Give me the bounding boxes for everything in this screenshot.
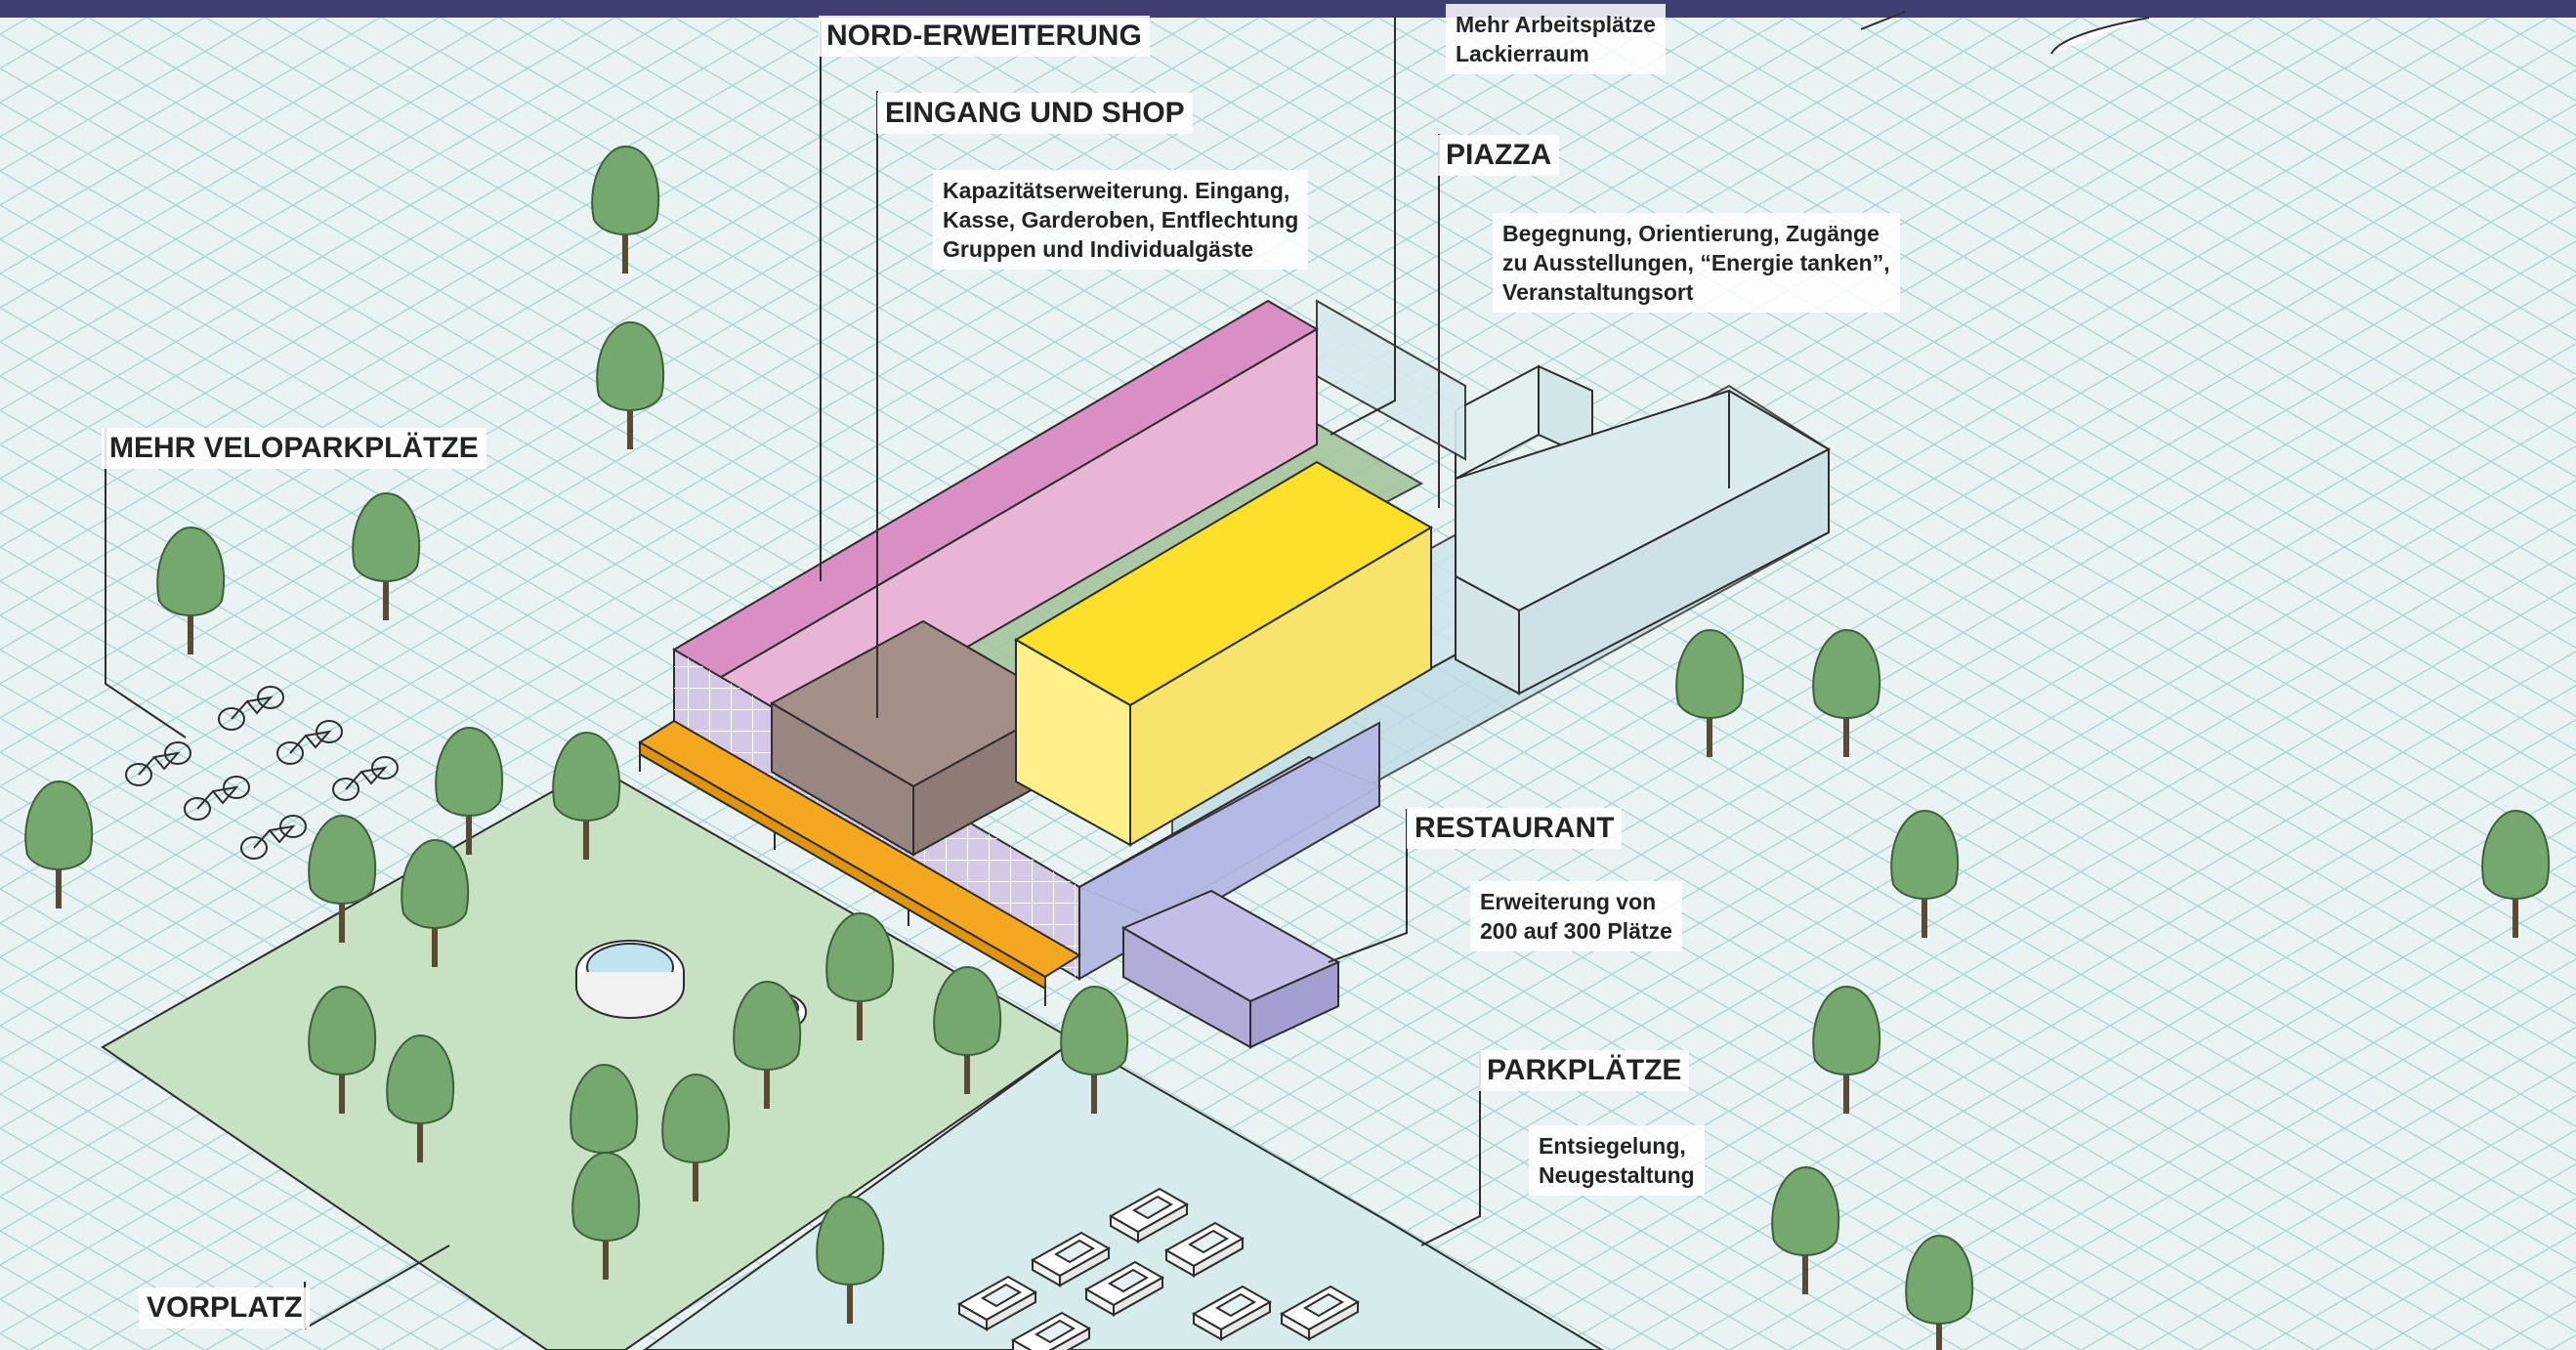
tree-icon (386, 1034, 455, 1162)
tree-icon (401, 838, 470, 967)
tree-icon (733, 980, 802, 1109)
tree-icon (1060, 985, 1129, 1114)
vorplatz-label: VORPLATZ (139, 1287, 311, 1329)
main-exhibition-volume (1014, 460, 1433, 847)
entrance-canopy (638, 719, 1081, 1006)
tree-icon (1812, 985, 1881, 1114)
tree-icon (1905, 1234, 1974, 1350)
parkplaetze-label: PARKPLÄTZE (1479, 1050, 1690, 1091)
vorplatz-area (101, 765, 1077, 1350)
car-icon (1010, 1311, 1092, 1350)
piazza-description: Begegnung, Orientierung, Zugänge zu Auss… (1493, 213, 1900, 313)
tree-icon (933, 965, 1002, 1094)
car-icon (1108, 1187, 1190, 1244)
tree-icon (1812, 628, 1881, 757)
restaurant-description: Erweiterung von 200 auf 300 Plätze (1470, 881, 1682, 951)
bicycle-icon (276, 720, 343, 765)
veloparkplaetze-label: MEHR VELOPARKPLÄTZE (102, 428, 486, 469)
cars (956, 1187, 1361, 1350)
tree-icon (1890, 809, 1960, 938)
car-icon (1279, 1285, 1361, 1341)
trees (24, 145, 2551, 1350)
tree-icon (435, 726, 504, 855)
parkplaetze-description: Entsiegelung, Neugestaltung (1529, 1125, 1705, 1196)
top-bar (0, 0, 2576, 18)
tree-icon (816, 1195, 885, 1324)
tree-icon (591, 145, 660, 274)
car-icon (1191, 1285, 1273, 1341)
bicycle-icon (332, 756, 399, 801)
eingang-shop-label: EINGANG UND SHOP (877, 93, 1193, 134)
tree-icon (1675, 628, 1745, 757)
car-icon (1083, 1260, 1165, 1317)
leader-lines (105, 18, 1481, 1329)
tree-icon (552, 731, 621, 860)
tree-icon (352, 491, 421, 620)
bicycle-icon (218, 686, 284, 731)
car-icon (1030, 1231, 1112, 1287)
tree-icon (825, 911, 895, 1040)
restaurant-volume (1077, 721, 1382, 1049)
arbeitsplaetze-description: Mehr Arbeitsplätze Lackierraum (1446, 4, 1666, 74)
tree-icon (308, 985, 377, 1114)
tree-icon (1771, 1165, 1840, 1294)
tree-icon (308, 814, 377, 943)
fountain-icon (575, 940, 685, 1019)
car-icon (956, 1275, 1038, 1331)
bicycle-icon (184, 776, 250, 821)
tree-icon (24, 780, 94, 908)
piazza-label: PIAZZA (1438, 135, 1560, 176)
tree-icon (661, 1073, 731, 1202)
restaurant-label: RESTAURANT (1407, 808, 1623, 849)
tree-icon (2481, 809, 2551, 938)
tree-icon (596, 320, 665, 449)
werkstatt-building (1455, 364, 1832, 696)
nord-erweiterung-label: NORD-ERWEITERUNG (819, 16, 1150, 57)
tree-icon (571, 1151, 641, 1280)
bicycles (125, 686, 399, 860)
eingang-shop-description: Kapazitätserweiterung. Eingang, Kasse, G… (933, 170, 1309, 270)
bicycle-icon (240, 815, 307, 860)
car-icon (1163, 1221, 1246, 1278)
parkplaetze-area (643, 1038, 1604, 1350)
tree-icon (156, 526, 226, 654)
bicycle-icon (125, 741, 191, 786)
